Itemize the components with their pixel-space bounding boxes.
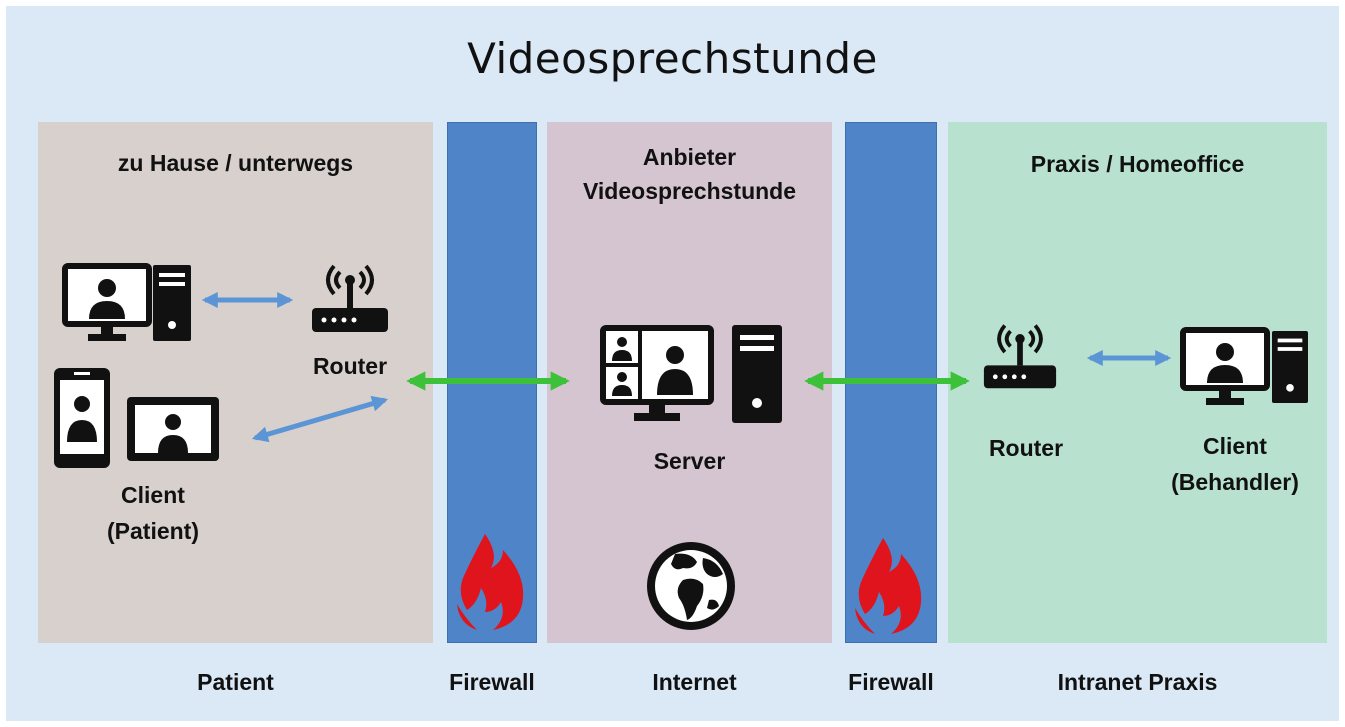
- zone-provider-heading-line1: Anbieter: [642, 144, 737, 170]
- monitor-user-icon: [62, 263, 152, 341]
- bottom-label-firewall-1: Firewall: [449, 669, 535, 695]
- tower-pc-icon: [732, 325, 782, 423]
- link-mobile-router: [251, 395, 389, 443]
- zone-home-heading: zu Hause / unterwegs: [117, 150, 354, 176]
- client-behandler-label-line1: Client: [1203, 433, 1267, 459]
- client-patient-label-line1: Client: [121, 482, 185, 508]
- bottom-label-intranet: Intranet Praxis: [1057, 669, 1218, 695]
- server-label: Server: [653, 448, 726, 474]
- flame-icon: [457, 534, 524, 630]
- monitor-user-icon: [1180, 327, 1270, 405]
- router-label-praxis: Router: [988, 435, 1064, 461]
- bottom-label-patient: Patient: [197, 669, 274, 695]
- client-behandler-label-line2: (Behandler): [1171, 469, 1299, 495]
- server-monitor-icon: [600, 325, 714, 421]
- zone-praxis-heading: Praxis / Homeoffice: [1030, 151, 1245, 177]
- router-icon: [312, 264, 388, 332]
- tower-pc-icon: [1272, 331, 1308, 403]
- tower-pc-icon: [153, 265, 191, 341]
- zone-provider-heading-line2: Videosprechstunde: [582, 178, 797, 204]
- router-icon: [983, 324, 1057, 389]
- bottom-label-internet: Internet: [652, 669, 737, 695]
- client-patient-label-line2: (Patient): [107, 518, 199, 544]
- bottom-label-firewall-2: Firewall: [848, 669, 934, 695]
- tablet-icon: [127, 397, 219, 461]
- flame-icon: [855, 538, 922, 634]
- smartphone-icon: [54, 368, 110, 468]
- globe-icon: [647, 542, 735, 630]
- diagram-title: Videosprechstunde: [467, 34, 878, 83]
- router-label-home: Router: [312, 353, 388, 379]
